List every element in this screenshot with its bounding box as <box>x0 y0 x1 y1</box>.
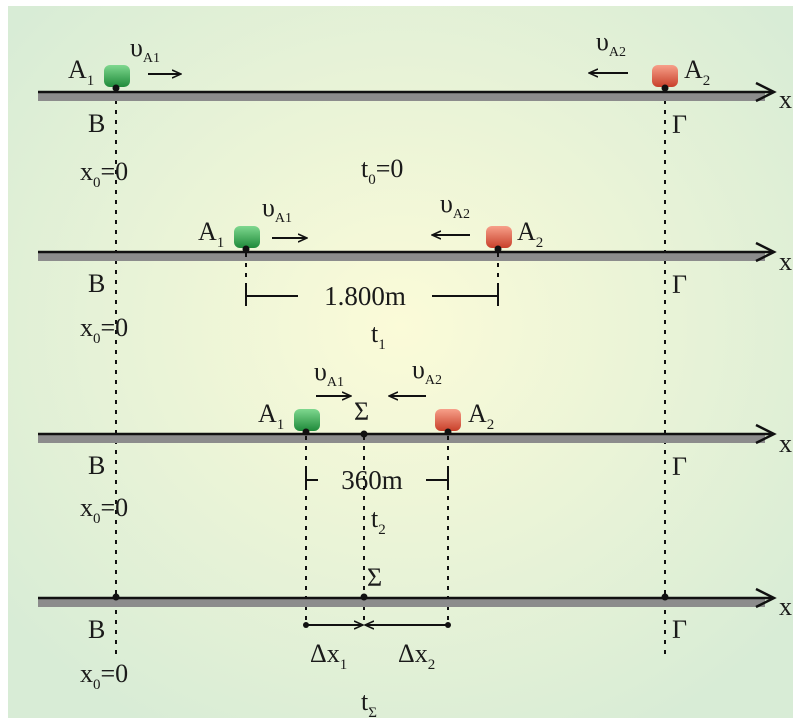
distance-label: 1.800m <box>324 281 406 311</box>
car-A2-point <box>444 428 452 436</box>
track-2 <box>38 252 765 261</box>
dx2-end-point <box>445 622 451 628</box>
velocity-A2-label: υA2 <box>596 27 626 60</box>
time-label-3: t2 <box>371 504 386 538</box>
car-A1-label: A1 <box>68 55 94 89</box>
axis-arrow-4 <box>755 587 777 609</box>
axis-arrow-3 <box>755 423 777 445</box>
label-Gamma-1: Γ <box>672 110 687 139</box>
car-A2-label: A2 <box>684 55 710 89</box>
label-B-4: B <box>88 615 105 644</box>
car-A1-point <box>302 428 310 436</box>
car-A2-icon <box>652 65 678 87</box>
car-A1-icon <box>294 409 320 431</box>
panel-t0: x A1 υA1 A2 υA2 B Γ x0=0 t0=0 <box>38 27 792 191</box>
label-Gamma-4: Γ <box>672 615 687 644</box>
label-B-1: B <box>88 109 105 138</box>
track-4 <box>38 598 765 607</box>
car-A2-point <box>494 245 502 253</box>
meet-label: Σ <box>367 563 382 592</box>
label-x0-1: x0=0 <box>80 157 128 191</box>
velocity-A2-label: υA2 <box>440 189 470 222</box>
time-label-4: tΣ <box>361 687 377 721</box>
time-label-1: t0=0 <box>361 154 403 188</box>
label-B-3: B <box>88 451 105 480</box>
panel-tsigma: x Σ Δx1 Δx2 B Γ x0=0 tΣ <box>38 563 792 721</box>
velocity-A1-label: υA1 <box>314 357 344 390</box>
car-A2-icon <box>486 226 512 248</box>
axis-label-3: x <box>779 429 792 458</box>
meet-label: Σ <box>354 397 369 426</box>
dx1-start-point <box>303 622 309 628</box>
car-A1-icon <box>234 226 260 248</box>
meet-point <box>360 593 368 601</box>
panel-t2: x A1 υA1 Σ A2 υA2 360m B Γ x0=0 t2 <box>38 355 792 538</box>
point-Gamma <box>661 593 669 601</box>
label-x0-4: x0=0 <box>80 659 128 693</box>
car-A1-label: A1 <box>198 217 224 251</box>
point-B <box>112 593 120 601</box>
track-1 <box>38 92 765 101</box>
dx1-label: Δx1 <box>310 639 347 673</box>
panel-t1: x A1 υA1 A2 υA2 1.800m B Γ x0=0 t1 <box>38 189 792 353</box>
distance-label: 360m <box>341 465 403 495</box>
velocity-A2-label: υA2 <box>412 355 442 388</box>
label-Gamma-3: Γ <box>672 452 687 481</box>
car-A1-icon <box>104 65 130 87</box>
car-A2-icon <box>435 409 461 431</box>
time-label-2: t1 <box>371 319 386 353</box>
meet-point <box>360 430 368 438</box>
label-B-2: B <box>88 269 105 298</box>
car-A1-label: A1 <box>258 399 284 433</box>
car-A1-point <box>112 84 120 92</box>
car-A2-point <box>661 84 669 92</box>
axis-label-4: x <box>779 592 792 621</box>
axis-arrow-1 <box>755 81 777 103</box>
velocity-A1-label: υA1 <box>262 193 292 226</box>
label-x0-2: x0=0 <box>80 313 128 347</box>
car-A1-point <box>242 245 250 253</box>
label-Gamma-2: Γ <box>672 270 687 299</box>
label-x0-3: x0=0 <box>80 493 128 527</box>
velocity-A1-label: υA1 <box>130 33 160 66</box>
axis-label-2: x <box>779 247 792 276</box>
axis-arrow-2 <box>755 241 777 263</box>
axis-label-1: x <box>779 85 792 114</box>
track-3 <box>38 434 765 443</box>
car-A2-label: A2 <box>468 399 494 433</box>
dx2-label: Δx2 <box>398 639 435 673</box>
car-A2-label: A2 <box>517 217 543 251</box>
